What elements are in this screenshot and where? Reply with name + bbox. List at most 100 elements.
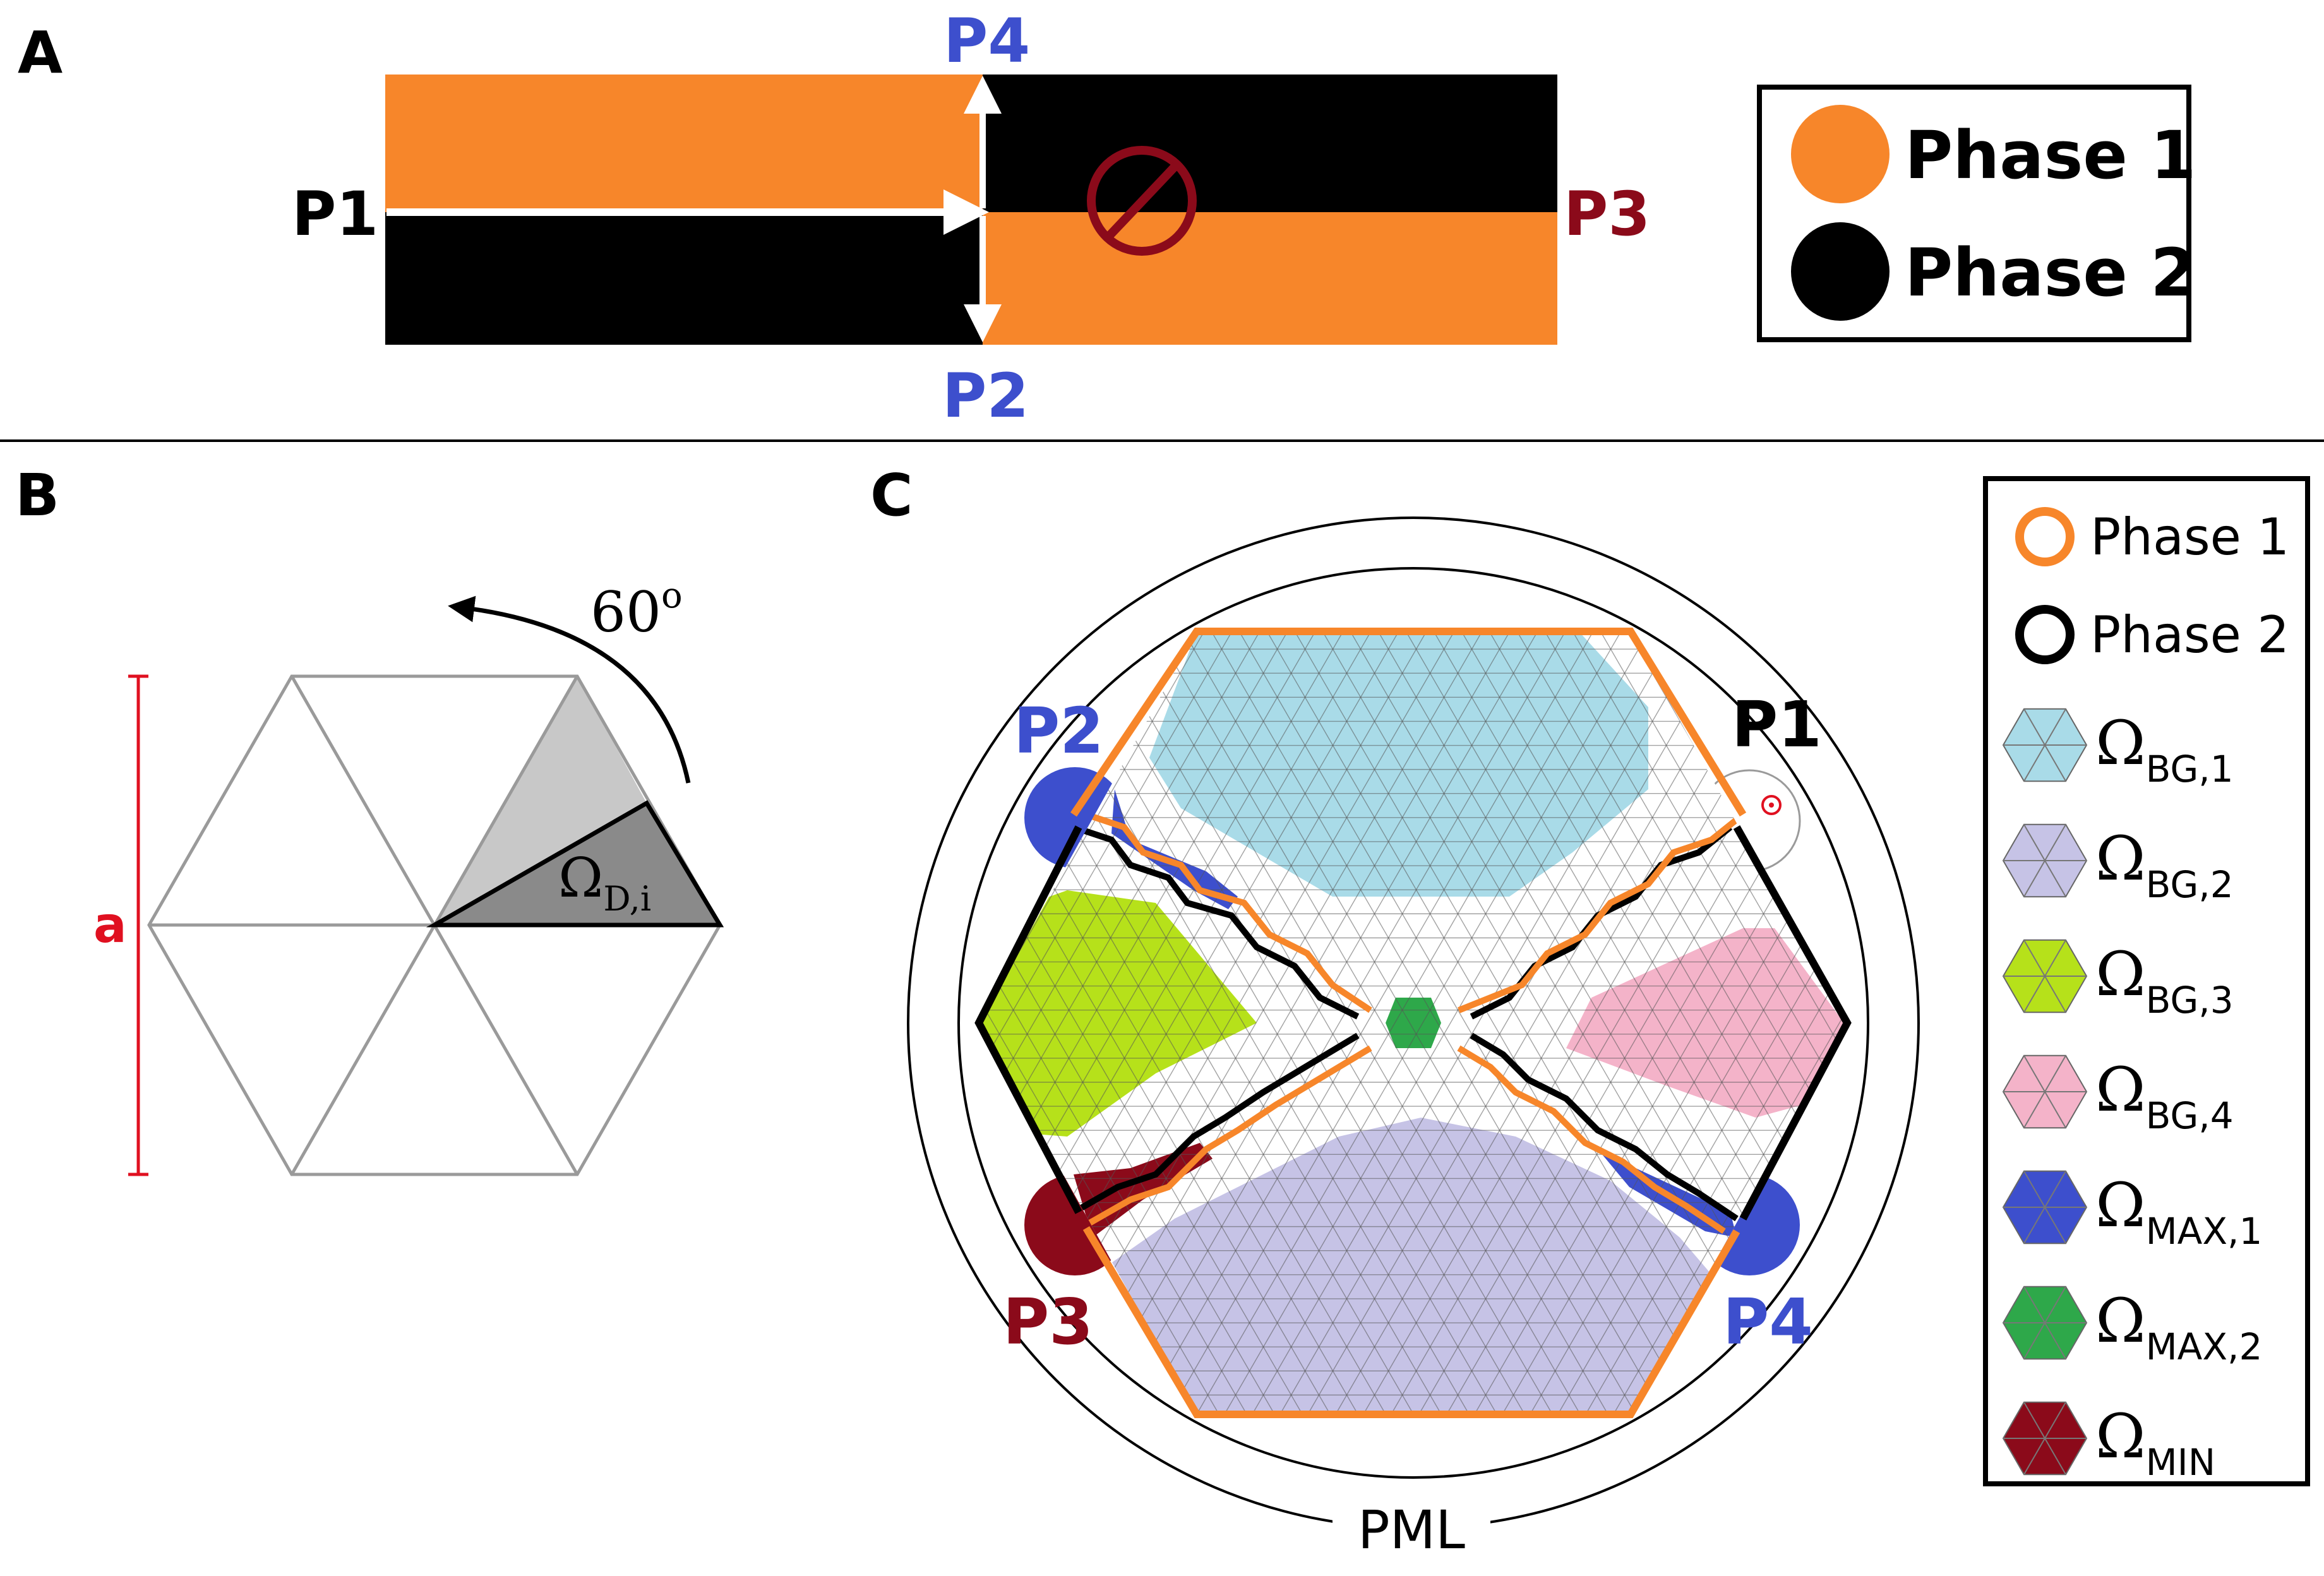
mesh-line <box>1485 631 1847 1414</box>
phase1-interface-lower-right <box>1457 1045 1726 1234</box>
domain-label: ΩD,i <box>558 847 651 919</box>
mesh-line <box>1262 631 1723 1414</box>
panel-c-port-p3: P3 <box>1003 1285 1093 1359</box>
phase2-interface-lower-right <box>1470 1032 1739 1222</box>
mesh-line <box>1235 631 1696 1414</box>
mesh-line <box>1596 631 1847 1414</box>
mesh-line <box>1081 631 1542 1414</box>
pml-label: PML <box>1358 1499 1465 1561</box>
panel-c-port-p4: P4 <box>1723 1285 1813 1359</box>
panel-b: B 60o ΩD,i a <box>15 462 724 1176</box>
legend-label-phase-2: Phase 2 <box>2090 606 2289 664</box>
phase1-boundary-bottom <box>1082 1226 1740 1418</box>
panel-a-port-p1: P1 <box>292 179 378 249</box>
mesh-line <box>1554 631 1847 1414</box>
rotation-angle-degree: o <box>661 575 683 616</box>
domain-outline <box>426 800 724 928</box>
mesh-line <box>1290 631 1751 1414</box>
mesh-line <box>1526 631 1847 1414</box>
unit-cell-rotated-triangle <box>434 676 647 925</box>
legend-swatch-divider <box>2023 1171 2066 1244</box>
legend-swatch-divider <box>2023 1286 2066 1359</box>
legend-swatch-phase-2 <box>2015 605 2075 664</box>
mesh-line <box>1192 631 1653 1414</box>
mesh-line <box>979 631 1362 1414</box>
mesh-line <box>54 625 513 1421</box>
legend-swatch-divider <box>2023 940 2066 1013</box>
mesh-line <box>1137 631 1598 1414</box>
phase2-boundary-right <box>1733 825 1852 1221</box>
panel-c-port-p1: P1 <box>1732 688 1822 761</box>
mesh-line <box>979 631 1042 1414</box>
domain-omega: Ω <box>558 847 603 910</box>
domain-subscript: D,i <box>603 879 651 919</box>
mesh-line <box>248 625 707 1421</box>
region-bg2 <box>1111 1118 1718 1414</box>
legend-label-omega-max-2: ΩMAX,2 <box>2095 1286 2262 1368</box>
mesh-line <box>1248 631 1709 1414</box>
phase1-interface-upper-left <box>1085 811 1372 1013</box>
legend-swatch-divider <box>2023 1055 2066 1128</box>
mesh-line <box>979 631 1251 1414</box>
waveguide-top-left-phase1 <box>385 75 983 212</box>
phase1-interface-lower-left <box>1084 1045 1372 1228</box>
legend-label-omega-bg-4: ΩBG,4 <box>2095 1054 2234 1137</box>
legend-swatch-divider <box>2023 1402 2066 1475</box>
mesh-line <box>1540 631 1847 1414</box>
mesh-line <box>1109 631 1570 1414</box>
phase2-dot <box>1791 222 1890 321</box>
panel-a: A P1 P4 P2 P3 Phase 1 Phase 2 <box>18 6 2196 431</box>
mesh-line <box>1123 631 1584 1414</box>
mesh-line <box>979 631 1223 1414</box>
lattice-size-label: a <box>93 897 127 954</box>
mesh-line <box>979 631 1292 1414</box>
mesh-line <box>1220 631 1681 1414</box>
legend-label-omega-max-1: ΩMAX,1 <box>2095 1170 2262 1253</box>
prohibited-icon <box>1087 146 1197 256</box>
legend-swatch-divider <box>2023 708 2066 782</box>
rotation-angle-value: 60 <box>590 580 661 645</box>
mesh-line <box>1151 631 1612 1414</box>
legend-swatch-phase-1 <box>2015 507 2075 566</box>
mesh-line <box>979 631 1307 1414</box>
panel-c-port-p2: P2 <box>1014 694 1104 768</box>
mesh-line <box>979 631 1334 1414</box>
mesh-line <box>979 631 1264 1414</box>
legend-phase1-label: Phase 1 <box>1905 117 2196 194</box>
mesh-line <box>1207 631 1668 1414</box>
panel-a-label: A <box>18 19 63 87</box>
mesh-line <box>1498 631 1847 1414</box>
legend-label-omega-min: ΩMIN <box>2095 1401 2215 1484</box>
region-bg3 <box>979 890 1257 1137</box>
mesh-line <box>109 625 568 1421</box>
waveguide-top-right-phase2 <box>983 75 1557 212</box>
mesh-line <box>1609 631 1847 1414</box>
mesh-line <box>979 631 1279 1414</box>
pml-inner-boundary <box>957 567 1869 1479</box>
phase1-boundary <box>1070 628 1747 817</box>
legend-label-phase-1: Phase 1 <box>2090 508 2289 566</box>
mesh-line <box>1581 631 1847 1414</box>
mesh-line <box>1512 631 1847 1414</box>
source-marker-icon <box>1761 795 1782 815</box>
phase2-interface-upper-left <box>1072 824 1360 1020</box>
panel-c-label: C <box>870 462 913 529</box>
phase1-dot <box>1791 105 1890 203</box>
mesh-line <box>1068 631 1529 1414</box>
mesh-line <box>1179 631 1640 1414</box>
panel-a-legend: Phase 1 Phase 2 <box>1757 85 2196 342</box>
mesh-line <box>1470 631 1847 1414</box>
panel-a-port-p2: P2 <box>942 361 1029 431</box>
panel-a-port-p3: P3 <box>1564 179 1650 249</box>
waveguide-bottom-right-phase1 <box>983 212 1557 345</box>
mesh-line <box>1303 631 1764 1414</box>
lattice-size-scale <box>128 674 148 1176</box>
mesh-line <box>1276 631 1737 1414</box>
region-max1-left <box>1111 789 1238 909</box>
waveguide-bottom-left-phase2 <box>385 212 983 345</box>
panel-a-port-p4: P4 <box>943 6 1030 76</box>
mesh-line <box>1096 631 1557 1414</box>
